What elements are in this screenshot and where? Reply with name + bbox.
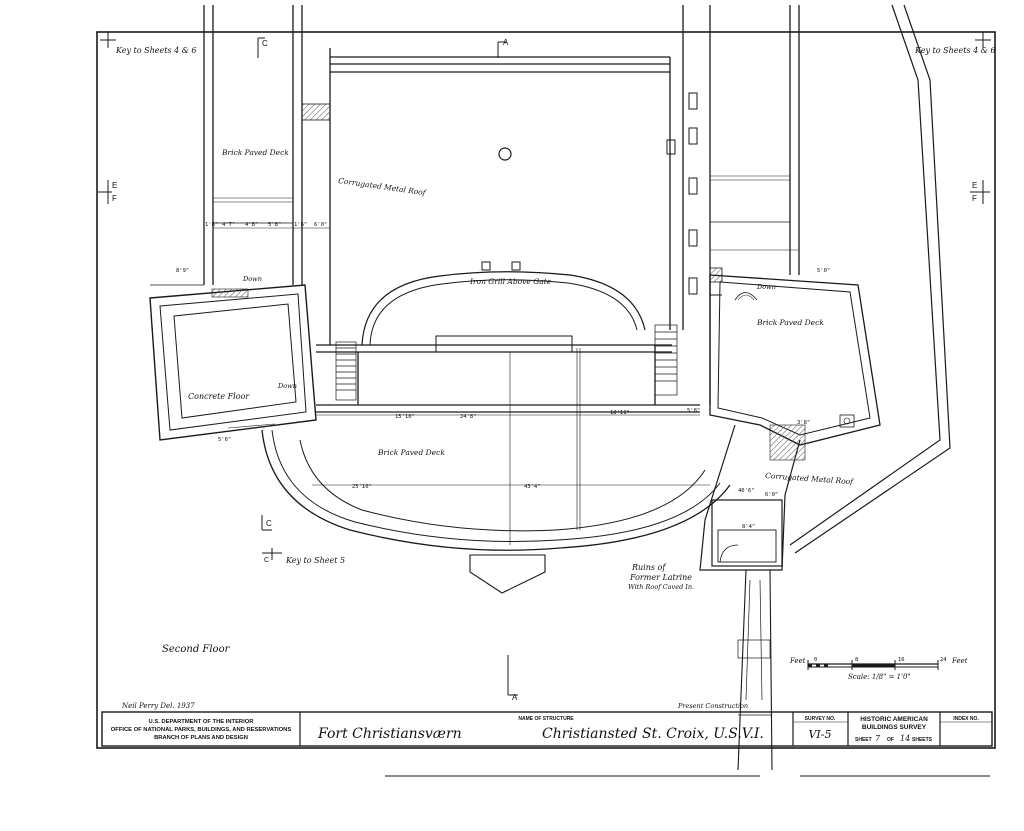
outer-wall-right-inner xyxy=(794,4,951,554)
sheet-of: OF xyxy=(887,737,894,743)
dimension-label: 8'9" xyxy=(176,268,189,274)
section-mark-a-bottom: A xyxy=(512,693,518,702)
scale-tick: 0 xyxy=(814,657,817,663)
section-mark-f-left: F xyxy=(112,194,117,203)
structure-location: Christiansted St. Croix, U.S.V.I. xyxy=(542,726,764,742)
sheet-number: 7 xyxy=(875,734,881,743)
dimension-strings: 1'6" 4'7" 4'8" 5'8" 1'6" 6'0" 8'9" 15'10… xyxy=(176,222,830,530)
label-corrugated-roof-top: Corrugated Metal Roof xyxy=(338,176,428,197)
label-brick-deck-right: Brick Paved Deck xyxy=(756,318,824,327)
corner-crosses xyxy=(100,32,991,48)
dimension-label: 1'6" xyxy=(294,222,307,228)
label-iron-grill: Iron Grill Above Gate xyxy=(469,277,552,286)
section-mark-c-left: C xyxy=(266,519,272,528)
section-mark-a-top: A xyxy=(503,38,509,47)
sheet-border xyxy=(96,31,996,749)
dimension-label: 4'8" xyxy=(245,222,258,228)
right-wing xyxy=(666,5,800,405)
dimension-label: 5'6" xyxy=(218,437,231,443)
label-brick-deck-center: Brick Paved Deck xyxy=(377,448,445,457)
label-down-left-2: Down xyxy=(277,382,297,390)
name-of-structure-heading: NAME OF STRUCTURE xyxy=(518,716,574,722)
right-room xyxy=(709,274,881,461)
iron-grill-arch xyxy=(361,271,646,346)
survey-no-value: VI-5 xyxy=(808,728,831,741)
dept-line-1: U.S. DEPARTMENT OF THE INTERIOR xyxy=(149,719,255,725)
stair-left xyxy=(335,341,357,401)
scale-label-right: Feet xyxy=(951,657,968,665)
front-projection xyxy=(469,554,546,594)
label-corrugated-roof-right: Corrugated Metal Roof xyxy=(765,471,855,486)
dimension-label: 18'11" xyxy=(610,410,630,416)
habs-line-1: HISTORIC AMERICAN xyxy=(860,716,928,723)
section-mark-e-left: E xyxy=(112,181,117,190)
label-ruins-line2: Former Latrine xyxy=(629,573,692,582)
floor-plan xyxy=(149,4,951,771)
sheet-suffix: SHEETS xyxy=(912,737,933,743)
label-ruins-line1: Ruins of xyxy=(631,563,667,572)
label-concrete-floor: Concrete Floor xyxy=(188,392,250,401)
dimension-label: 3'8" xyxy=(797,420,810,426)
key-to-sheets-top-left: Key to Sheets 4 & 6 xyxy=(115,46,196,55)
latrine-tower xyxy=(699,424,801,771)
courtyard-well-circle xyxy=(498,147,512,161)
dimension-label: 5'8" xyxy=(268,222,281,228)
dept-line-3: BRANCH OF PLANS AND DESIGN xyxy=(154,735,248,741)
dimension-label: 15'10" xyxy=(395,414,415,420)
scale-tick: 16 xyxy=(898,657,905,663)
dimension-label: 6'0" xyxy=(765,492,778,498)
dimension-label: 6'0" xyxy=(314,222,327,228)
scale-note: Scale: 1/8" = 1'0" xyxy=(848,673,911,681)
section-mark-c-left-2: C xyxy=(264,557,269,564)
outer-wall-right xyxy=(789,4,941,546)
section-markers xyxy=(98,37,990,696)
dimension-label: 25'10" xyxy=(352,484,372,490)
habs-line-2: BUILDINGS SURVEY xyxy=(862,724,927,731)
key-to-sheets-top-right: Key to Sheets 4 & 6 xyxy=(914,46,995,55)
label-down-right: Down xyxy=(756,283,776,291)
graphic-scale: Feet Feet 0 8 16 24 Scale: 1/8" = 1'0" xyxy=(789,657,968,681)
scale-label-left: Feet xyxy=(789,657,806,665)
dimension-label: 4'7" xyxy=(222,222,235,228)
label-down-left: Down xyxy=(242,275,262,283)
dimension-label: 8'4" xyxy=(742,524,755,530)
key-to-sheet-bottom-left: Key to Sheet 5 xyxy=(285,556,345,565)
front-wall-outer xyxy=(261,429,731,551)
scale-tick: 8 xyxy=(855,657,858,663)
dimension-label: 1'6" xyxy=(205,222,218,228)
label-delineator: Neil Perry Del. 1937 xyxy=(121,702,195,710)
dimension-label: 5'0" xyxy=(817,268,830,274)
stair-right xyxy=(654,324,678,396)
section-mark-c-top: C xyxy=(262,39,268,48)
dimension-label: 24'8" xyxy=(460,414,477,420)
dept-line-2: OFFICE OF NATIONAL PARKS, BUILDINGS, AND… xyxy=(111,727,292,733)
dimension-label: 5'8" xyxy=(687,408,700,414)
section-mark-f-right: F xyxy=(972,194,977,203)
label-second-floor: Second Floor xyxy=(162,644,231,655)
survey-no-heading: SURVEY NO. xyxy=(805,716,836,722)
index-no-heading: INDEX NO. xyxy=(953,716,979,722)
title-block: U.S. DEPARTMENT OF THE INTERIOR OFFICE O… xyxy=(101,711,993,747)
left-wing xyxy=(150,5,331,345)
scale-tick: 24 xyxy=(940,657,947,663)
dimension-label: 43'4" xyxy=(524,484,541,490)
label-brick-deck-left: Brick Paved Deck xyxy=(221,148,289,157)
structure-name: Fort Christiansværn xyxy=(317,726,462,742)
sheet-total: 14 xyxy=(900,734,910,743)
sheet-prefix: SHEET xyxy=(855,737,872,743)
left-room xyxy=(149,284,317,441)
dimension-label: 40'6" xyxy=(738,488,755,494)
label-present-construction: Present Construction xyxy=(677,702,748,710)
section-mark-e-right: E xyxy=(972,181,977,190)
label-ruins-line3: With Roof Caved In. xyxy=(628,583,694,591)
